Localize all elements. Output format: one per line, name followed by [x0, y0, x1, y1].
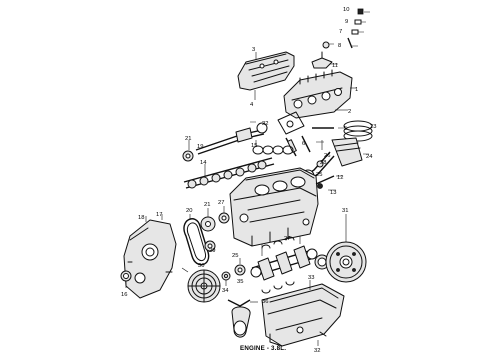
callout-18: 18: [138, 215, 144, 221]
flexplate: [325, 214, 367, 283]
timing-chain: [183, 214, 210, 266]
callout-22: 22: [262, 121, 268, 127]
callout-26: 26: [324, 153, 330, 159]
oil-pickup: [227, 299, 258, 338]
timing-sprockets: [200, 206, 230, 252]
head-gasket: [277, 111, 305, 135]
callout-1: 1: [355, 87, 358, 93]
callout-21-top: 21: [185, 136, 191, 142]
callout-33: 33: [308, 275, 314, 281]
callout-31: 31: [342, 208, 348, 214]
callout-16: 16: [121, 292, 127, 298]
callout-32: 32: [314, 348, 320, 354]
callout-14: 14: [200, 160, 207, 166]
callout-35: 35: [237, 279, 243, 285]
camshaft: [183, 140, 294, 189]
piston-assembly: [301, 120, 373, 183]
oil-pan: [261, 280, 345, 347]
callout-30-left: 30: [198, 263, 204, 269]
rocker-arm-parts: [311, 8, 370, 69]
callout-8: 8: [338, 43, 341, 49]
callout-27-bottom: 27: [284, 236, 290, 242]
diagram-caption: ENGINE - 3.8L.: [240, 345, 287, 352]
balance-shaft: [182, 121, 268, 162]
valve-cover: [237, 51, 295, 100]
callout-labels: 3 4 1 2 10 9 7 8 11 22 5 6 23 24 26 28 2…: [121, 7, 376, 354]
engine-block: [229, 167, 319, 247]
callout-36: 36: [262, 299, 268, 305]
callout-20: 20: [186, 208, 192, 214]
callout-11: 11: [332, 63, 338, 69]
callout-24: 24: [366, 154, 373, 160]
callout-21-bottom: 21: [204, 202, 210, 208]
callout-2: 2: [348, 109, 351, 115]
callout-7: 7: [339, 29, 342, 35]
callout-13: 13: [330, 190, 336, 196]
callout-15: 15: [251, 143, 257, 149]
callout-3: 3: [252, 47, 255, 53]
timing-cover: [123, 214, 177, 299]
callout-29: 29: [209, 248, 215, 254]
cylinder-head: [283, 69, 356, 119]
callout-6: 6: [302, 141, 305, 147]
callout-17: 17: [156, 212, 162, 218]
main-bearings: [261, 236, 295, 294]
crankshaft: [250, 236, 318, 281]
callout-9: 9: [345, 19, 348, 25]
oil-pressure-sender: [315, 175, 342, 191]
callout-25: 25: [316, 172, 322, 178]
callout-19: 19: [197, 144, 203, 150]
callout-23: 23: [370, 124, 376, 130]
crankshaft-key: [221, 258, 246, 286]
callout-10: 10: [343, 7, 349, 13]
rear-main-seal: [314, 254, 330, 270]
callout-4: 4: [250, 102, 254, 108]
callout-28: 28: [320, 160, 326, 166]
front-seal: [120, 270, 132, 288]
callout-27-top: 27: [218, 200, 224, 206]
callout-25-lower: 25: [232, 253, 238, 259]
harmonic-balancer: [181, 267, 221, 303]
callout-34: 34: [222, 288, 229, 294]
callout-5: 5: [344, 126, 347, 132]
callout-12: 12: [337, 175, 343, 181]
